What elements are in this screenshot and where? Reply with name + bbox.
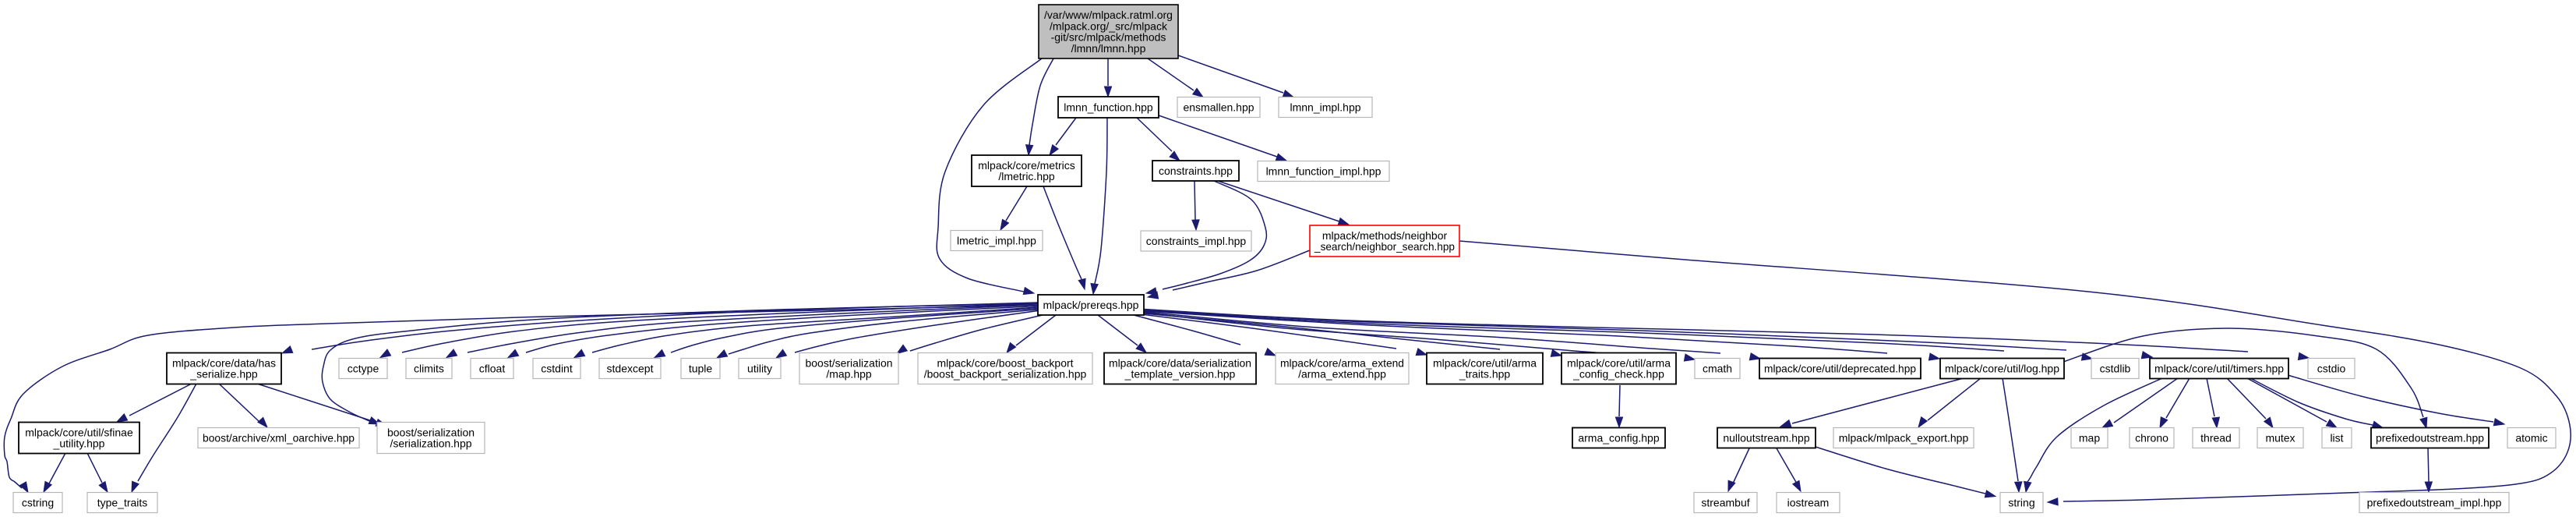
svg-text:-git/src/mlpack/methods: -git/src/mlpack/methods xyxy=(1051,31,1166,44)
svg-text:constraints.hpp: constraints.hpp xyxy=(1159,165,1233,177)
svg-text:string: string xyxy=(2008,497,2034,509)
svg-text:mlpack/core/util/arma: mlpack/core/util/arma xyxy=(1567,356,1671,369)
svg-text:boost/archive/xml_oarchive.hpp: boost/archive/xml_oarchive.hpp xyxy=(203,432,355,444)
svg-text:_template_version.hpp: _template_version.hpp xyxy=(1124,368,1236,381)
svg-text:mlpack/core/boost_backport: mlpack/core/boost_backport xyxy=(937,356,1073,369)
svg-text:mlpack/mlpack_export.hpp: mlpack/mlpack_export.hpp xyxy=(1839,432,1969,444)
svg-text:/mlpack.org/_src/mlpack: /mlpack.org/_src/mlpack xyxy=(1050,19,1168,32)
svg-text:prefixedoutstream_impl.hpp: prefixedoutstream_impl.hpp xyxy=(2367,497,2502,509)
svg-text:iostream: iostream xyxy=(1787,497,1830,509)
svg-text:tuple: tuple xyxy=(689,363,713,375)
svg-text:_search/neighbor_search.hpp: _search/neighbor_search.hpp xyxy=(1314,240,1455,253)
svg-text:cstdint: cstdint xyxy=(541,363,573,375)
svg-text:_serialize.hpp: _serialize.hpp xyxy=(189,368,258,381)
svg-text:type_traits: type_traits xyxy=(97,497,148,509)
svg-text:/var/www/mlpack.ratml.org: /var/www/mlpack.ratml.org xyxy=(1044,9,1173,21)
svg-text:cstdio: cstdio xyxy=(2317,363,2346,375)
svg-text:/serialization.hpp: /serialization.hpp xyxy=(390,437,471,450)
svg-text:ensmallen.hpp: ensmallen.hpp xyxy=(1183,101,1254,114)
svg-text:_traits.hpp: _traits.hpp xyxy=(1459,368,1511,381)
svg-text:/lmetric.hpp: /lmetric.hpp xyxy=(998,170,1055,182)
svg-text:atomic: atomic xyxy=(2515,432,2547,444)
svg-text:mlpack/core/util/arma: mlpack/core/util/arma xyxy=(1433,356,1537,369)
svg-text:lmnn_impl.hpp: lmnn_impl.hpp xyxy=(1290,101,1360,114)
svg-text:mutex: mutex xyxy=(2265,432,2295,444)
svg-text:mlpack/core/util/log.hpp: mlpack/core/util/log.hpp xyxy=(1945,363,2059,375)
svg-text:mlpack/core/data/has: mlpack/core/data/has xyxy=(172,356,276,369)
svg-text:utility: utility xyxy=(747,363,772,375)
svg-text:lmnn_function_impl.hpp: lmnn_function_impl.hpp xyxy=(1266,165,1382,178)
svg-text:_utility.hpp: _utility.hpp xyxy=(53,437,105,450)
svg-text:boost/serialization: boost/serialization xyxy=(387,426,475,438)
svg-text:mlpack/prereqs.hpp: mlpack/prereqs.hpp xyxy=(1043,299,1139,311)
svg-text:/boost_backport_serialization.: /boost_backport_serialization.hpp xyxy=(924,368,1087,381)
svg-text:_config_check.hpp: _config_check.hpp xyxy=(1572,368,1664,381)
svg-text:/map.hpp: /map.hpp xyxy=(826,368,872,381)
svg-text:chrono: chrono xyxy=(2135,432,2168,444)
svg-text:stdexcept: stdexcept xyxy=(607,363,654,375)
svg-text:streambuf: streambuf xyxy=(1701,497,1749,509)
svg-text:constraints_impl.hpp: constraints_impl.hpp xyxy=(1146,235,1247,247)
svg-text:cstring: cstring xyxy=(22,497,54,509)
svg-text:mlpack/methods/neighbor: mlpack/methods/neighbor xyxy=(1322,229,1448,242)
svg-text:thread: thread xyxy=(2200,432,2232,444)
svg-text:mlpack/core/util/sfinae: mlpack/core/util/sfinae xyxy=(25,426,133,438)
svg-text:boost/serialization: boost/serialization xyxy=(805,356,892,369)
svg-text:cmath: cmath xyxy=(1703,363,1732,375)
svg-text:map: map xyxy=(2079,432,2100,444)
svg-text:cstdlib: cstdlib xyxy=(2100,363,2131,375)
svg-text:mlpack/core/arma_extend: mlpack/core/arma_extend xyxy=(1280,356,1404,369)
svg-text:lmetric_impl.hpp: lmetric_impl.hpp xyxy=(957,235,1036,247)
svg-text:arma_config.hpp: arma_config.hpp xyxy=(1578,432,1660,444)
svg-text:nulloutstream.hpp: nulloutstream.hpp xyxy=(1723,432,1810,444)
svg-text:mlpack/core/metrics: mlpack/core/metrics xyxy=(978,159,1075,172)
svg-text:/lmnn/lmnn.hpp: /lmnn/lmnn.hpp xyxy=(1071,42,1146,55)
svg-text:cfloat: cfloat xyxy=(479,363,506,375)
svg-text:cctype: cctype xyxy=(348,363,379,375)
svg-text:climits: climits xyxy=(414,363,444,375)
svg-text:/arma_extend.hpp: /arma_extend.hpp xyxy=(1298,368,1386,381)
svg-text:list: list xyxy=(2330,432,2343,444)
svg-text:mlpack/core/data/serialization: mlpack/core/data/serialization xyxy=(1109,356,1251,369)
svg-text:prefixedoutstream.hpp: prefixedoutstream.hpp xyxy=(2376,432,2484,444)
svg-text:mlpack/core/util/deprecated.hp: mlpack/core/util/deprecated.hpp xyxy=(1764,363,1916,375)
svg-text:mlpack/core/util/timers.hpp: mlpack/core/util/timers.hpp xyxy=(2154,363,2284,375)
svg-text:lmnn_function.hpp: lmnn_function.hpp xyxy=(1064,101,1153,114)
